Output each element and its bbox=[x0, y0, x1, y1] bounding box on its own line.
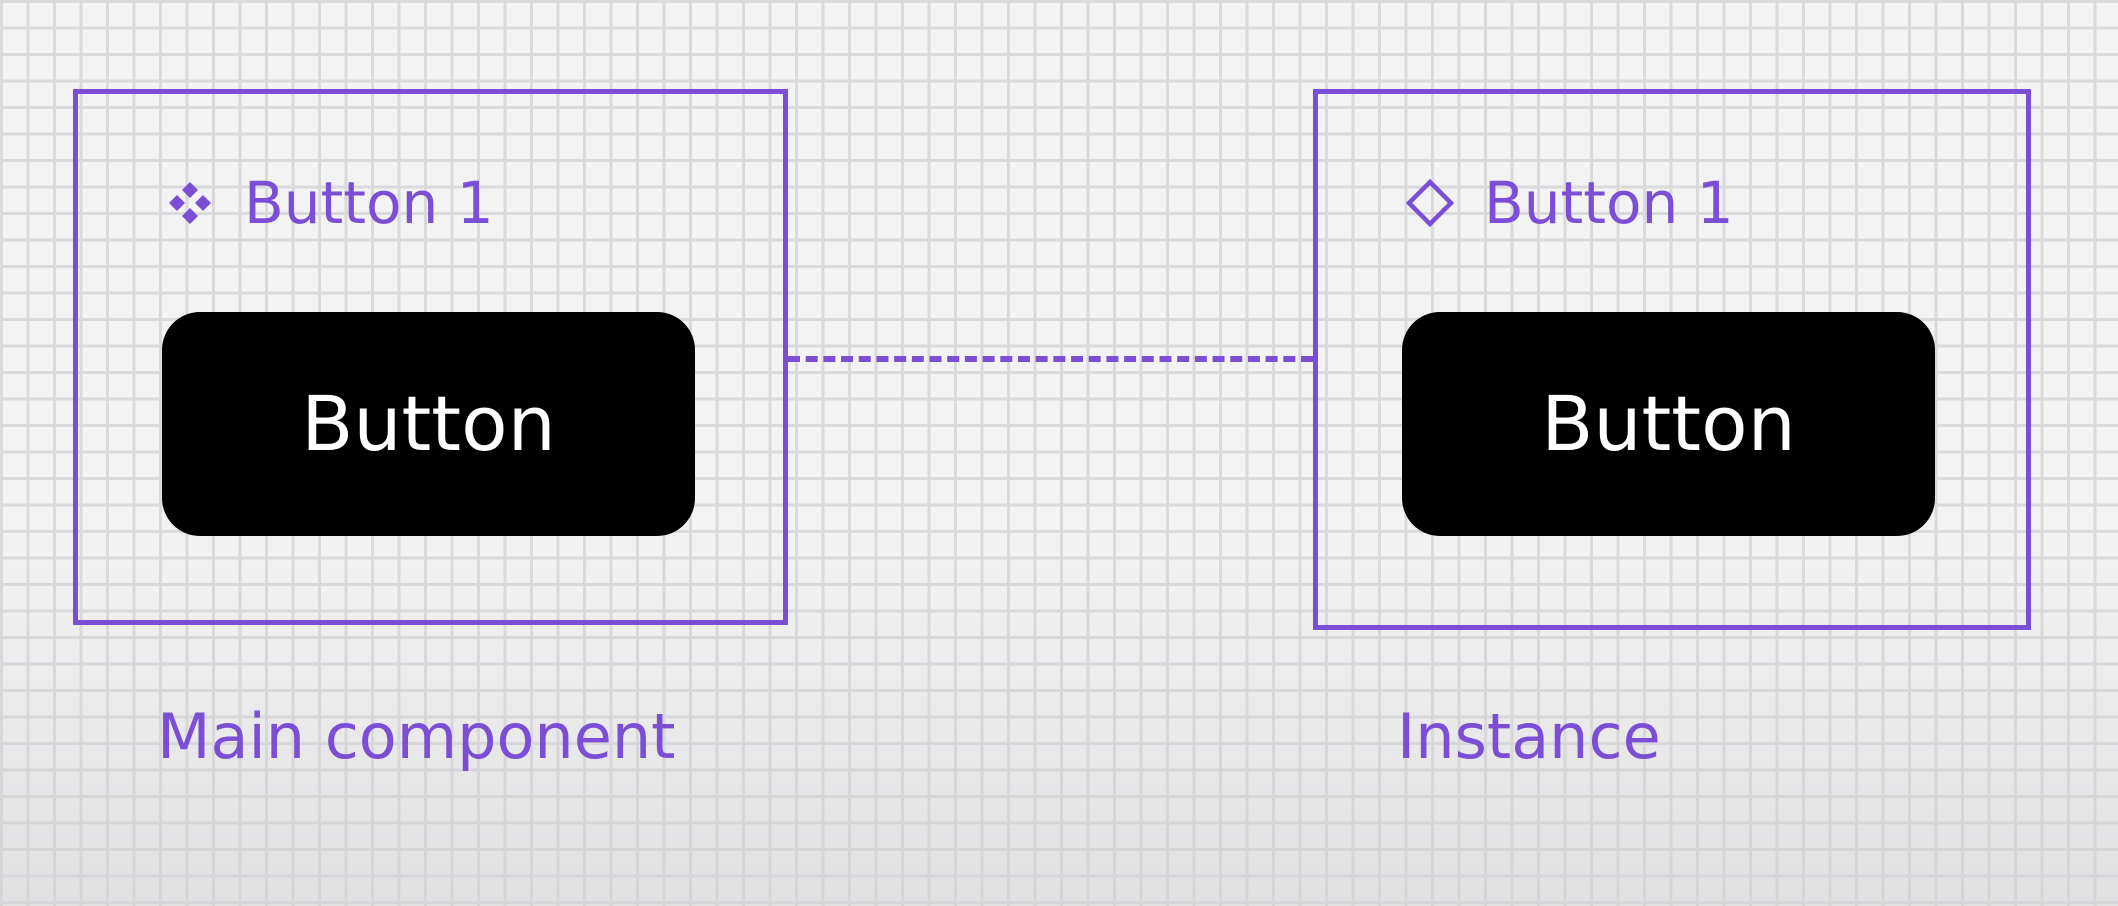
instance-icon bbox=[1402, 175, 1458, 231]
instance-frame[interactable]: Button 1 Button bbox=[1313, 89, 2031, 630]
main-component-caption: Main component bbox=[157, 700, 676, 773]
main-button[interactable]: Button bbox=[162, 312, 695, 536]
instance-caption: Instance bbox=[1397, 700, 1661, 773]
component-icon bbox=[162, 175, 218, 231]
instance-title-text: Button 1 bbox=[1484, 169, 1734, 237]
component-link-dashed-line bbox=[788, 356, 1313, 362]
instance-title: Button 1 bbox=[1402, 174, 1734, 232]
main-button-label: Button bbox=[301, 379, 556, 468]
main-component-title-text: Button 1 bbox=[244, 169, 494, 237]
instance-button[interactable]: Button bbox=[1402, 312, 1935, 536]
instance-button-label: Button bbox=[1541, 379, 1796, 468]
main-component-title: Button 1 bbox=[162, 174, 494, 232]
main-component-frame[interactable]: Button 1 Button bbox=[73, 89, 788, 625]
